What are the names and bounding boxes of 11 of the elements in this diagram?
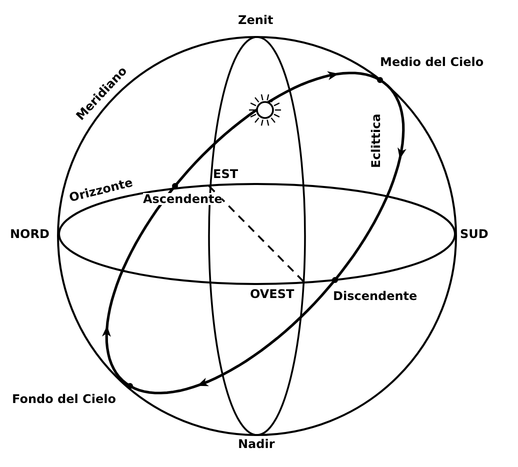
part-label: Discendente bbox=[333, 290, 418, 302]
part-label: SUD bbox=[460, 228, 488, 240]
part-label: EST bbox=[213, 168, 238, 180]
part-label: Eclittica bbox=[370, 114, 382, 168]
part-label: Zenit bbox=[238, 14, 274, 26]
part-label: Ascendente bbox=[143, 193, 222, 205]
part-label: NORD bbox=[10, 228, 50, 240]
part-label: Medio del Cielo bbox=[380, 56, 484, 68]
part-label: OVEST bbox=[250, 288, 294, 300]
part-label: Fondo del Cielo bbox=[12, 393, 116, 405]
part-label: Nadir bbox=[238, 438, 275, 450]
